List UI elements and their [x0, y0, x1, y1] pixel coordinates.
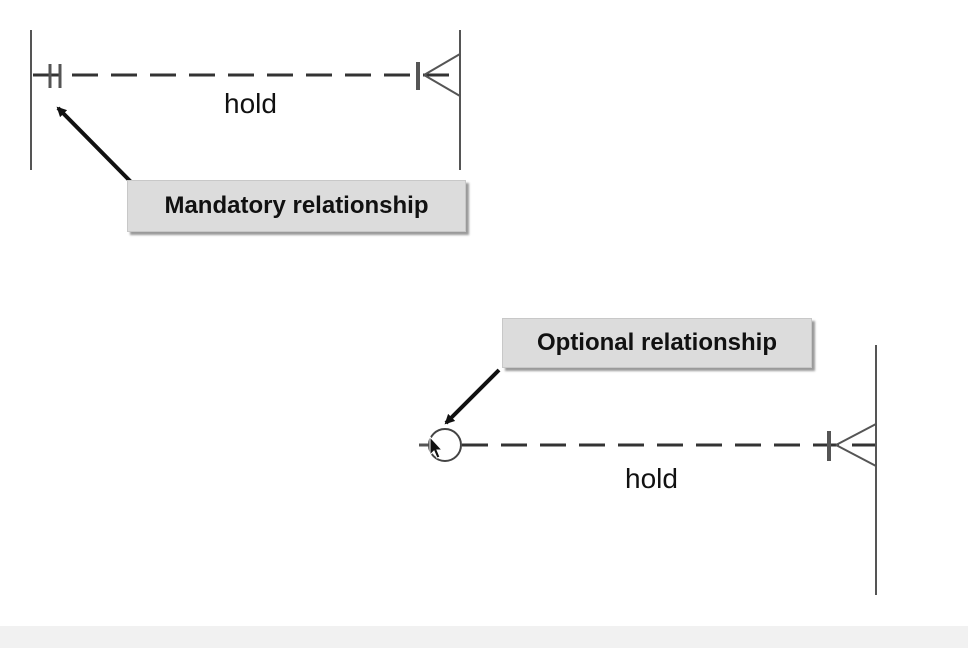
zero-circle-symbol: [428, 428, 462, 462]
mandatory-relationship-callout: Mandatory relationship: [127, 180, 466, 232]
optional-relationship-callout: Optional relationship: [502, 318, 812, 368]
optional-relationship: [419, 345, 877, 595]
relationship-label: hold: [625, 463, 678, 494]
relationship-label: hold: [224, 88, 277, 119]
one-and-only-one-symbol: [48, 64, 62, 88]
crows-foot-symbol: [416, 53, 461, 97]
bottom-bar: [0, 626, 968, 648]
crows-foot-symbol: [827, 423, 877, 467]
callout-arrow: [444, 368, 501, 425]
mandatory-relationship: [30, 30, 461, 186]
callout-arrow: [56, 106, 135, 186]
mouse-cursor-icon: [429, 435, 444, 459]
